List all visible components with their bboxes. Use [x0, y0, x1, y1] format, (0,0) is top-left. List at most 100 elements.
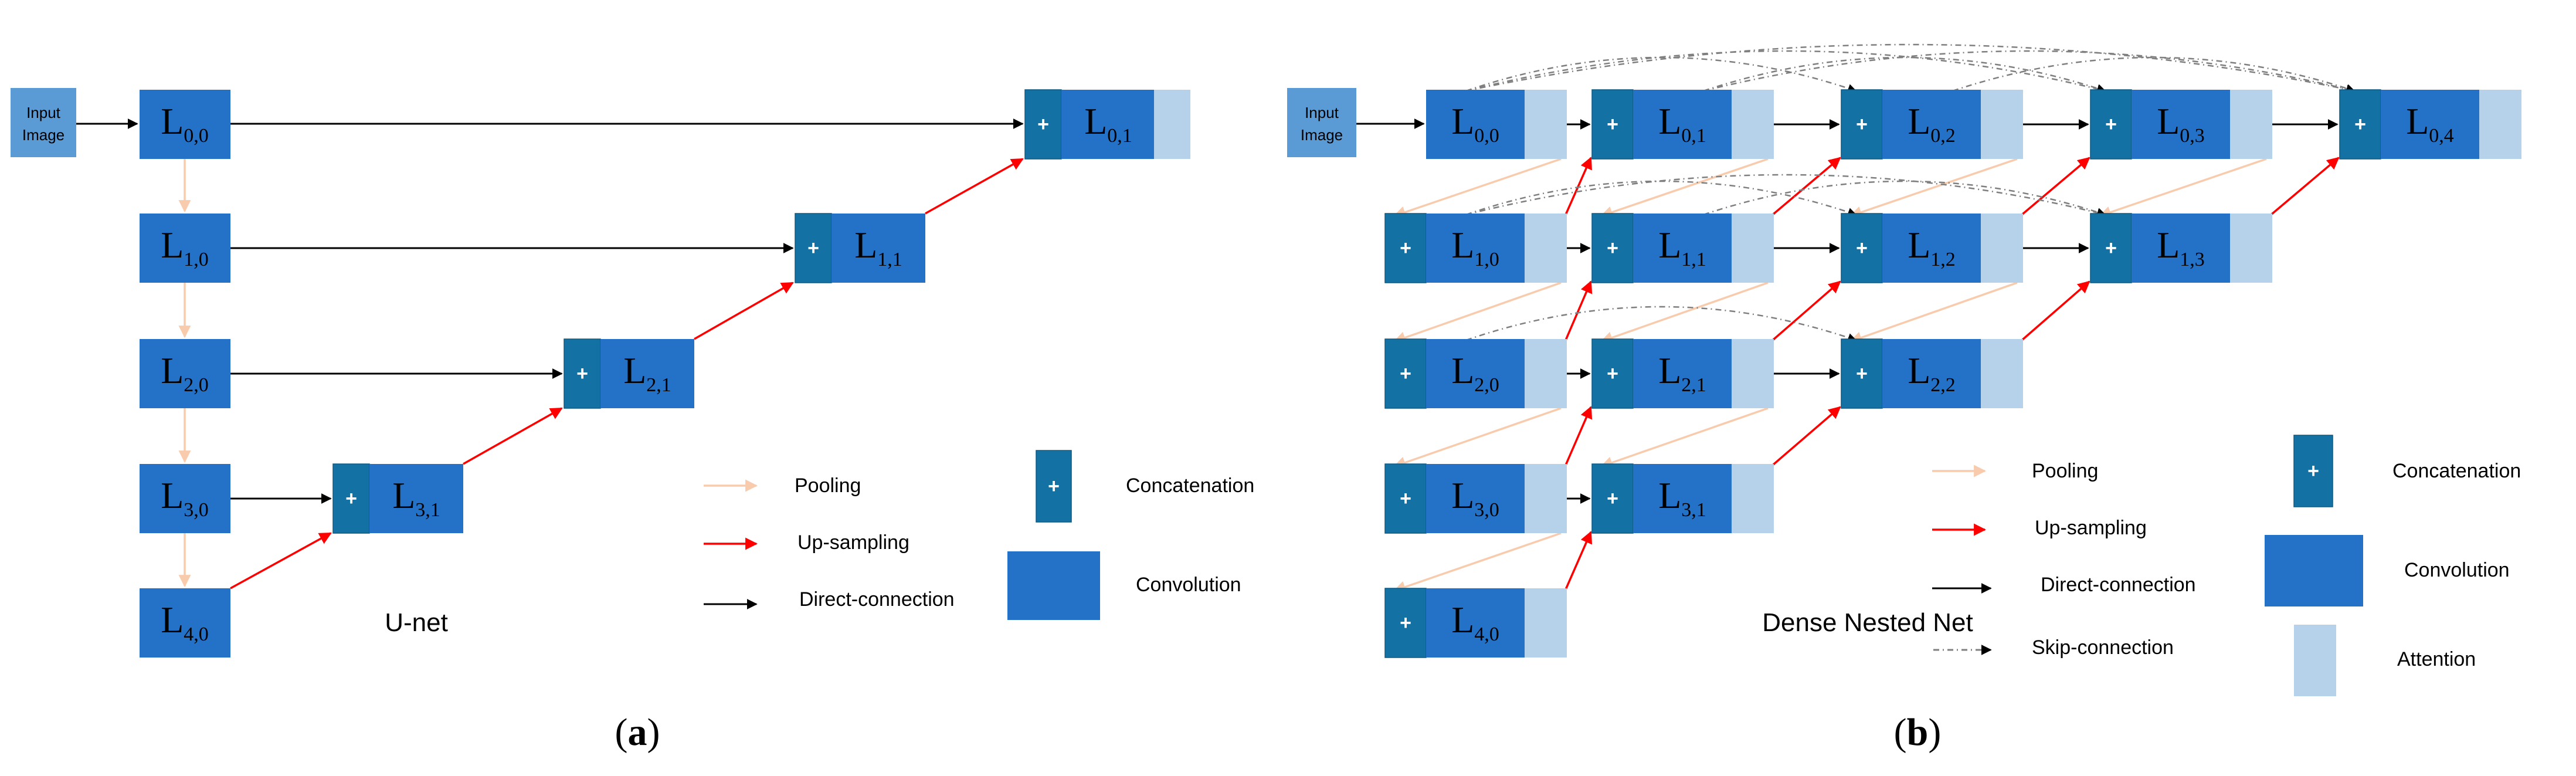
up-sampling-arrow [1771, 406, 1841, 466]
node-label: L0,0 [1451, 100, 1499, 147]
node-label-subscript: 4,0 [184, 623, 209, 645]
node-label-subscript: 1,1 [877, 249, 902, 270]
node-label-letter: L [1908, 100, 1930, 142]
pooling-arrow [1600, 282, 1769, 344]
convolution-block-L1-0 [1426, 214, 1525, 283]
convolution-block-L3-0 [140, 464, 230, 533]
legend-direct-label: Direct-connection [2041, 574, 2196, 596]
legend-convolution-label: Convolution [2404, 559, 2510, 581]
node-label: L3,0 [161, 475, 209, 521]
attention-block [1732, 90, 1774, 159]
attention-block [1525, 464, 1567, 533]
legend-up-sampling-label: Up-sampling [2035, 517, 2147, 539]
node-label-letter: L [1908, 224, 1930, 266]
node-label-letter: L [161, 224, 184, 266]
plus-icon: + [576, 362, 588, 385]
node-label-subscript: 0,0 [184, 125, 209, 147]
pooling-arrow [1600, 158, 1769, 218]
up-sampling-arrow [694, 282, 794, 340]
plus-icon: + [2354, 113, 2366, 135]
concatenation-block [1024, 89, 1062, 160]
legend-direct-label: Direct-connection [799, 588, 955, 611]
attention-block [1525, 214, 1567, 283]
node-label-subscript: 2,0 [184, 374, 209, 396]
legend-attention-block [2294, 625, 2336, 696]
plus-icon: + [1607, 362, 1618, 385]
skip-connection-arc [1465, 180, 1857, 216]
convolution-block-L0-1 [1633, 90, 1732, 159]
up-sampling-arrow [1564, 531, 1593, 590]
legend-concatenation-label: Concatenation [2392, 460, 2521, 482]
panel-a-caption: (a) [615, 711, 660, 754]
legend-pooling-label: Pooling [795, 475, 861, 497]
attention-block [1981, 214, 2023, 283]
node-label-letter: L [2406, 100, 2429, 142]
convolution-block-L0-3 [2132, 90, 2230, 159]
concatenation-block [1591, 463, 1634, 534]
convolution-block-L1-2 [1882, 214, 1981, 283]
attention-block [2230, 214, 2272, 283]
node-label: L2,2 [1908, 350, 1956, 396]
attention-block [1732, 339, 1774, 408]
input-image-label-line1: Input [1305, 104, 1339, 121]
node-label: L0,0 [161, 100, 209, 147]
plus-icon: + [2105, 237, 2117, 259]
convolution-block-L1-1 [831, 214, 925, 283]
concatenation-block [1591, 89, 1634, 160]
node-label-subscript: 2,0 [1474, 374, 1499, 396]
attention-block [2230, 90, 2272, 159]
convolution-block-L3-0 [1426, 464, 1525, 533]
plus-icon: + [1856, 113, 1868, 135]
plus-icon: + [345, 487, 357, 510]
legend-concatenation-label: Concatenation [1126, 475, 1254, 497]
node-label-subscript: 3,1 [415, 499, 440, 521]
node-label-subscript: 3,0 [184, 499, 209, 521]
plus-icon: + [2307, 460, 2319, 482]
concatenation-block [2339, 89, 2381, 160]
plus-icon: + [1048, 475, 1060, 497]
up-sampling-arrow [925, 158, 1024, 215]
plus-icon: + [2105, 113, 2117, 135]
skip-connection-arc [1703, 56, 2106, 93]
node-label-letter: L [623, 350, 646, 391]
node-label-letter: L [161, 599, 184, 641]
up-sampling-arrow [1771, 280, 1841, 341]
pooling-arrow [2099, 158, 2267, 218]
plus-icon: + [1607, 237, 1618, 259]
node-label-letter: L [1451, 100, 1474, 142]
input-image-label-line2: Image [1301, 126, 1343, 144]
node-label-letter: L [1658, 475, 1681, 516]
concatenation-block [332, 463, 370, 534]
convolution-block-L1-1 [1633, 214, 1732, 283]
concatenation-block [795, 213, 832, 283]
up-sampling-arrow [1564, 157, 1592, 215]
panel-b-caption: (b) [1894, 711, 1942, 754]
node-label-letter: L [1658, 224, 1681, 266]
attention-block [1154, 90, 1190, 159]
node-label-subscript: 0,0 [1474, 125, 1499, 147]
node-label-subscript: 1,1 [1681, 249, 1706, 270]
up-sampling-arrow [2021, 157, 2090, 216]
legend-concatenation-block [2293, 435, 2333, 507]
convolution-block-L3-1 [1633, 464, 1732, 533]
plus-icon: + [1400, 612, 1411, 634]
concatenation-block [1591, 213, 1634, 283]
node-label-letter: L [392, 475, 415, 516]
convolution-block-L3-1 [369, 464, 463, 533]
node-label-subscript: 0,1 [1681, 125, 1706, 147]
node-label: L1,3 [2157, 224, 2205, 270]
node-label: L2,1 [1658, 350, 1706, 396]
concatenation-block [1591, 338, 1634, 409]
node-label-subscript: 4,0 [1474, 623, 1499, 645]
input-image-label-line2: Image [22, 126, 65, 144]
pooling-arrow [1849, 282, 2018, 344]
concatenation-block [1841, 338, 1883, 409]
node-label: L2,1 [623, 350, 671, 396]
legend-attention-label: Attention [2397, 648, 2476, 670]
convolution-block-L0-1 [1061, 90, 1155, 159]
titles-layer: U-net Dense Nested Net (a) (b) [385, 608, 1973, 754]
node-label-subscript: 3,0 [1474, 499, 1499, 521]
